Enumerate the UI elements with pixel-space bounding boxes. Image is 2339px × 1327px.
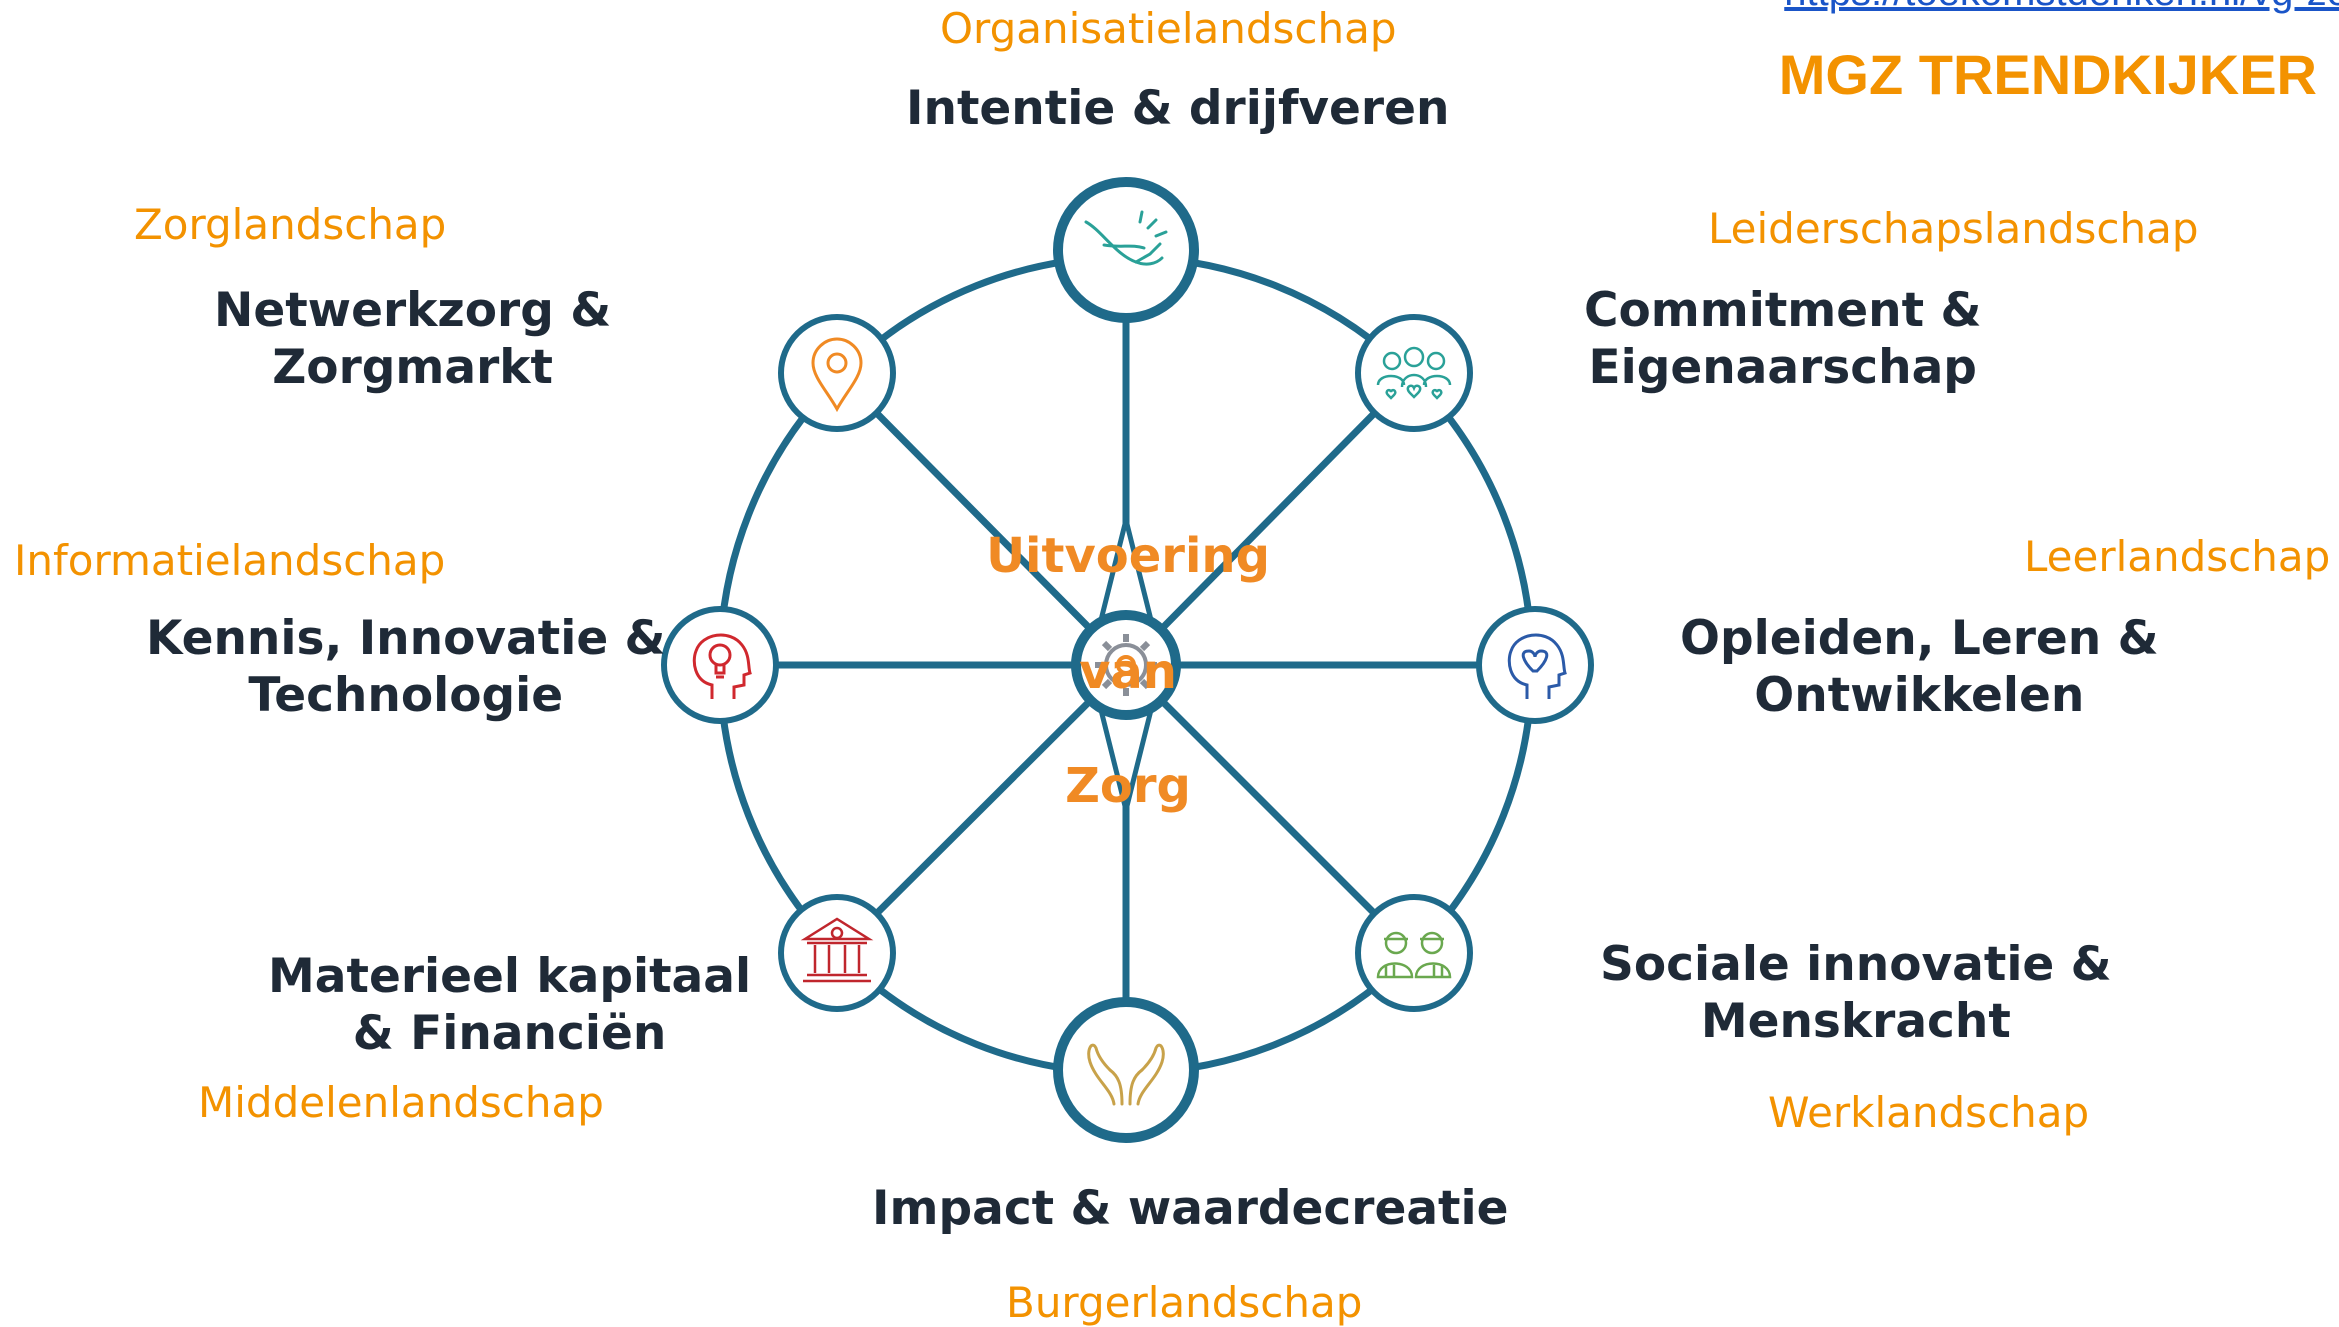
theme-line: Sociale innovatie & <box>1600 937 2112 992</box>
theme-line: & Financiën <box>352 1006 667 1062</box>
theme-intentie: Intentie & drijfveren <box>906 80 1449 137</box>
landscape-label-zorg: Zorglandschap <box>134 200 447 249</box>
theme-line: Technologie <box>248 668 564 724</box>
head-heart-icon <box>1507 633 1567 699</box>
theme-line: Intentie & drijfveren <box>906 81 1450 136</box>
spoke-top-left <box>834 370 1129 668</box>
landscape-label-werk: Werklandschap <box>1768 1088 2090 1137</box>
theme-line: Kennis, Innovatie & <box>146 611 666 666</box>
gear-hub-icon <box>1071 610 1181 720</box>
node-top-right <box>1355 314 1473 432</box>
head-lightbulb-icon <box>692 633 752 699</box>
landscape-label-leiderschap: Leiderschapslandschap <box>1708 204 2199 253</box>
brand-title: MGZ TRENDKIJKER <box>1778 43 2317 106</box>
node-top-left <box>778 314 896 432</box>
landscape-label-burger: Burgerlandschap <box>1006 1278 1363 1327</box>
theme-kennis-innovatie: Kennis, Innovatie & Technologie <box>146 610 666 725</box>
theme-materieel-kapitaal: Materieel kapitaal & Financiën <box>268 948 751 1063</box>
theme-opleiden: Opleiden, Leren & Ontwikkelen <box>1680 610 2159 725</box>
theme-line: Eigenaarschap <box>1588 340 1977 396</box>
theme-line: Netwerkzorg & <box>214 283 612 338</box>
location-pin-icon <box>811 337 863 413</box>
bank-euro-icon <box>800 917 874 983</box>
theme-line: Menskracht <box>1700 994 2011 1050</box>
node-right <box>1476 606 1594 724</box>
landscape-label-organisatie: Organisatielandschap <box>940 4 1397 53</box>
spoke-bottom-left <box>834 662 1129 956</box>
landscape-label-informatie: Informatielandschap <box>14 536 446 585</box>
theme-line: Opleiden, Leren & <box>1680 611 2159 666</box>
workers-icon <box>1376 931 1452 979</box>
theme-line: Ontwikkelen <box>1754 668 2085 724</box>
theme-line: Impact & waardecreatie <box>872 1181 1509 1236</box>
theme-commitment: Commitment & Eigenaarschap <box>1584 282 1981 397</box>
node-left <box>661 606 779 724</box>
node-top <box>1053 177 1199 323</box>
helping-hand-icon <box>1084 210 1168 266</box>
center-label-line3: Zorg <box>1065 758 1191 814</box>
landscape-label-middelen: Middelenlandschap <box>198 1078 604 1127</box>
node-bottom <box>1053 997 1199 1143</box>
theme-line: Commitment & <box>1584 283 1982 338</box>
spoke-bottom-right <box>1123 662 1417 956</box>
team-hearts-icon <box>1376 346 1452 400</box>
node-bottom-left <box>778 894 896 1012</box>
center-label-line2: van <box>1079 644 1177 700</box>
center-label-line1: Uitvoering <box>986 528 1270 584</box>
node-bottom-right <box>1355 894 1473 1012</box>
caring-hands-icon <box>1087 1043 1165 1106</box>
theme-line: Materieel kapitaal <box>268 949 752 1004</box>
spoke-top-right <box>1123 370 1417 668</box>
theme-impact: Impact & waardecreatie <box>872 1180 1509 1237</box>
theme-line: Zorgmarkt <box>272 340 554 396</box>
theme-netwerkzorg: Netwerkzorg & Zorgmarkt <box>214 282 611 397</box>
theme-sociale-innovatie: Sociale innovatie & Menskracht <box>1600 936 2112 1051</box>
source-link[interactable]: https://toekomstdenken.nl/vg-zo <box>1784 0 2339 15</box>
spokes <box>720 250 1535 1070</box>
landscape-label-leer: Leerlandschap <box>2024 532 2331 581</box>
